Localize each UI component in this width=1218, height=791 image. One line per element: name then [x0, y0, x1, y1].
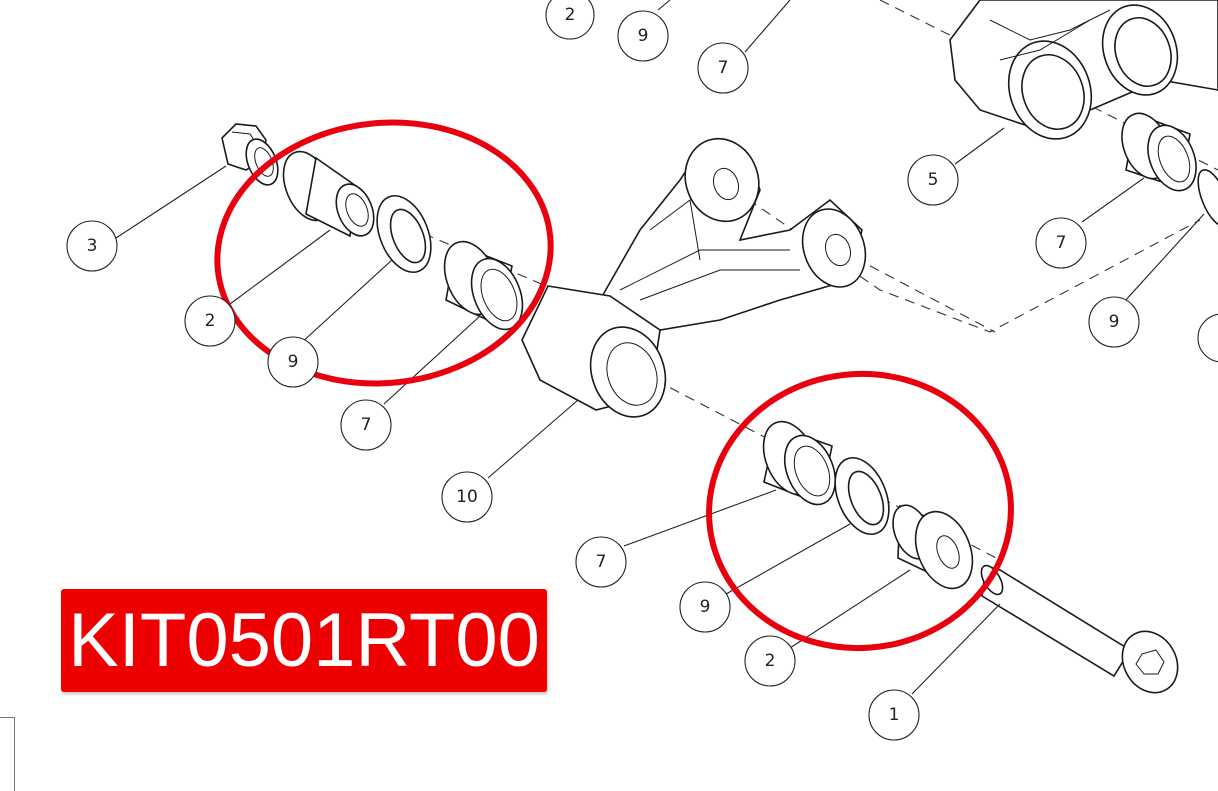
callout-label: 7 [718, 58, 729, 78]
callout-9-right: 9 [1088, 296, 1140, 348]
kit-highlight-rings [214, 119, 1014, 652]
callout-label: 3 [87, 236, 98, 256]
callout-5: 5 [907, 154, 959, 206]
callout-7-top: 7 [697, 42, 749, 94]
callout-2-lower: 2 [744, 635, 796, 687]
kit-code-text: KIT0501RT00 [68, 597, 540, 683]
part-mount-5 [949, 0, 1218, 140]
callout-1: 1 [868, 689, 920, 741]
callout-label: 2 [565, 5, 576, 25]
callout-label: 9 [1109, 312, 1120, 332]
callout-label: 2 [205, 311, 216, 331]
callout-label: 10 [456, 487, 478, 507]
callout-label: 5 [928, 170, 939, 190]
callout-9-left: 9 [267, 336, 319, 388]
callout-2-left: 2 [184, 295, 236, 347]
callout-9-top: 9 [617, 10, 669, 62]
part-bolt-1 [980, 564, 1179, 694]
callout-label: 9 [638, 26, 649, 46]
part-bolt-head-3 [221, 123, 279, 186]
callout-label: 2 [765, 651, 776, 671]
callout-2-top: 2 [545, 0, 595, 40]
callout-7-left: 7 [340, 399, 392, 451]
part-bearing-7-lower [762, 420, 837, 506]
callout-9-lower: 9 [679, 581, 731, 633]
highlight-ring-left [214, 119, 554, 387]
callout-label: 9 [700, 597, 711, 617]
callout-label: 9 [288, 352, 299, 372]
callout-10: 10 [441, 471, 493, 523]
part-linkage-10 [521, 137, 867, 418]
part-bushing-2-left [282, 150, 375, 238]
callout-label: 7 [361, 415, 372, 435]
callout-7-lower: 7 [575, 536, 627, 588]
callout-label: 7 [596, 552, 607, 572]
part-bearing-7-left [443, 240, 524, 331]
part-bushing-2-lower [892, 504, 974, 590]
callout-partial-right [1197, 313, 1218, 363]
highlight-ring-right [706, 370, 1014, 652]
kit-code-label: KIT0501RT00 [61, 589, 547, 692]
part-washer-9-right [1197, 169, 1218, 227]
callout-3-left: 3 [66, 220, 118, 272]
callout-label: 1 [889, 705, 900, 725]
callout-label: 7 [1056, 233, 1067, 253]
part-washer-9-lower [834, 457, 890, 535]
part-bearing-7-right [1121, 112, 1197, 192]
callout-7-right: 7 [1035, 217, 1087, 269]
leader-lines [115, 0, 1205, 695]
part-washer-9-left [376, 195, 432, 273]
frame-corner [0, 717, 15, 791]
